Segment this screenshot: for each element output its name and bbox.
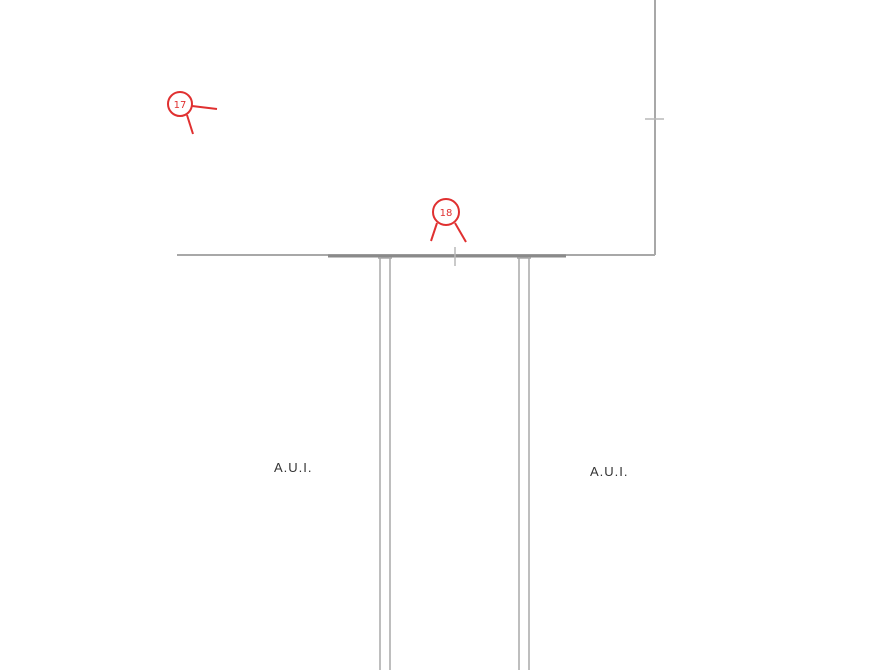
marker-18-leader-b — [454, 222, 467, 243]
zone-label-right: A.U.I. — [590, 464, 629, 479]
marker-17: 17 — [167, 91, 218, 135]
marker-17-leader-a — [191, 105, 218, 110]
marker-18: 18 — [430, 198, 467, 243]
marker-18-circle — [432, 198, 460, 226]
marker-18-label: 18 — [440, 208, 453, 219]
marker-17-circle — [167, 91, 193, 117]
marker-18-leader-a — [430, 222, 438, 242]
marker-17-leader-b — [186, 114, 194, 135]
marker-17-label: 17 — [174, 100, 187, 111]
zone-label-left: A.U.I. — [274, 460, 313, 475]
